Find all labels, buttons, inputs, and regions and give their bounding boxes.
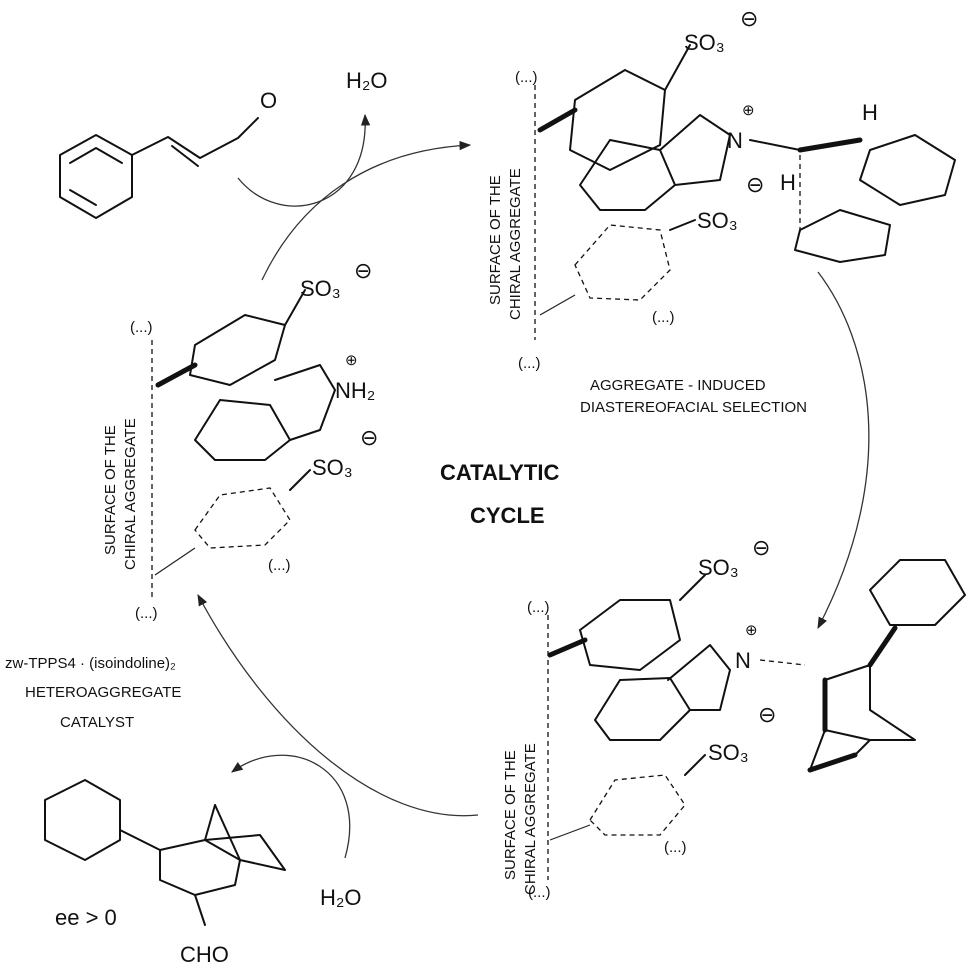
- sulfonate-bottom-right-1: SO₃: [698, 555, 739, 580]
- minus-charge-left-1: ⊖: [354, 258, 372, 283]
- cycloadduct-iminium-complex: [547, 559, 966, 880]
- cinnamaldehyde-structure: [59, 117, 259, 219]
- norbornene-product-structure: [44, 779, 286, 926]
- iminium-n-top-right: N: [727, 128, 743, 153]
- iminium-aggregate-complex: [534, 44, 956, 340]
- aggregate-note-line1: AGGREGATE - INDUCED: [590, 377, 766, 394]
- cycle-title-line2: CYCLE: [470, 503, 545, 528]
- water-bottom-label: H₂O: [320, 885, 362, 910]
- ammonium-label: NH₂: [335, 378, 375, 403]
- surface-label-bottom-right-1: SURFACE OF THE: [502, 750, 519, 880]
- cho-label: CHO: [180, 942, 229, 967]
- surface-label-top-right-2: CHIRAL AGGREGATE: [507, 168, 524, 320]
- sulfonate-top-right-2: SO₃: [697, 208, 738, 233]
- ellipsis-left-lower: (...): [135, 605, 158, 622]
- sulfonate-top-right-1: SO₃: [684, 30, 725, 55]
- water-top-label: H₂O: [346, 68, 388, 93]
- enantiomeric-excess-label: ee > 0: [55, 905, 117, 930]
- sulfonate-left-1: SO₃: [300, 276, 341, 301]
- water-uptake-arrow: [231, 754, 351, 859]
- minus-charge-top-right-1: ⊖: [740, 6, 758, 31]
- minus-charge-left-2: ⊖: [360, 425, 378, 450]
- plus-charge-top-right: ⊕: [742, 102, 755, 119]
- cycle-title-line1: CATALYTIC: [440, 460, 559, 485]
- ellipsis-top-right-ring: (...): [652, 309, 675, 326]
- aldehyde-oxygen-label: O: [260, 88, 277, 113]
- ellipsis-top-right-lower: (...): [518, 355, 541, 372]
- surface-label-bottom-right-2: CHIRAL AGGREGATE: [522, 743, 539, 895]
- surface-label-top-right-1: SURFACE OF THE: [487, 175, 504, 305]
- hydrogen-label-2: H: [780, 170, 796, 195]
- ellipsis-bottom-right-upper: (...): [527, 599, 550, 616]
- ellipsis-left-ring: (...): [268, 557, 291, 574]
- ellipsis-top-right-upper: (...): [515, 69, 538, 86]
- plus-charge-bottom-right: ⊕: [745, 622, 758, 639]
- iminium-n-bottom-right: N: [735, 648, 751, 673]
- catalyst-aggregate-complex: [151, 289, 336, 600]
- ellipsis-bottom-right-ring: (...): [664, 839, 687, 856]
- minus-charge-top-right-2: ⊖: [746, 172, 764, 197]
- surface-label-left-1: SURFACE OF THE: [102, 425, 119, 555]
- ellipsis-left-upper: (...): [130, 319, 153, 336]
- minus-charge-bottom-right-1: ⊖: [752, 535, 770, 560]
- hydrogen-label-1: H: [862, 100, 878, 125]
- cycle-arrow-bottom: [197, 593, 479, 817]
- minus-charge-bottom-right-2: ⊖: [758, 702, 776, 727]
- water-release-arrow: [237, 113, 371, 207]
- catalyst-label-line3: CATALYST: [60, 714, 134, 731]
- sulfonate-left-2: SO₃: [312, 455, 353, 480]
- catalyst-label-line1: zw-TPPS4 · (isoindoline)₂: [5, 655, 176, 672]
- surface-label-left-2: CHIRAL AGGREGATE: [122, 418, 139, 570]
- sulfonate-bottom-right-2: SO₃: [708, 740, 749, 765]
- cycle-arrow-top: [261, 140, 472, 281]
- plus-charge-left: ⊕: [345, 352, 358, 369]
- catalyst-label-line2: HETEROAGGREGATE: [25, 684, 181, 701]
- cycle-arrow-right: [817, 271, 870, 630]
- aggregate-note-line2: DIASTEREOFACIAL SELECTION: [580, 399, 807, 416]
- ellipsis-bottom-right-lower: (...): [528, 884, 551, 901]
